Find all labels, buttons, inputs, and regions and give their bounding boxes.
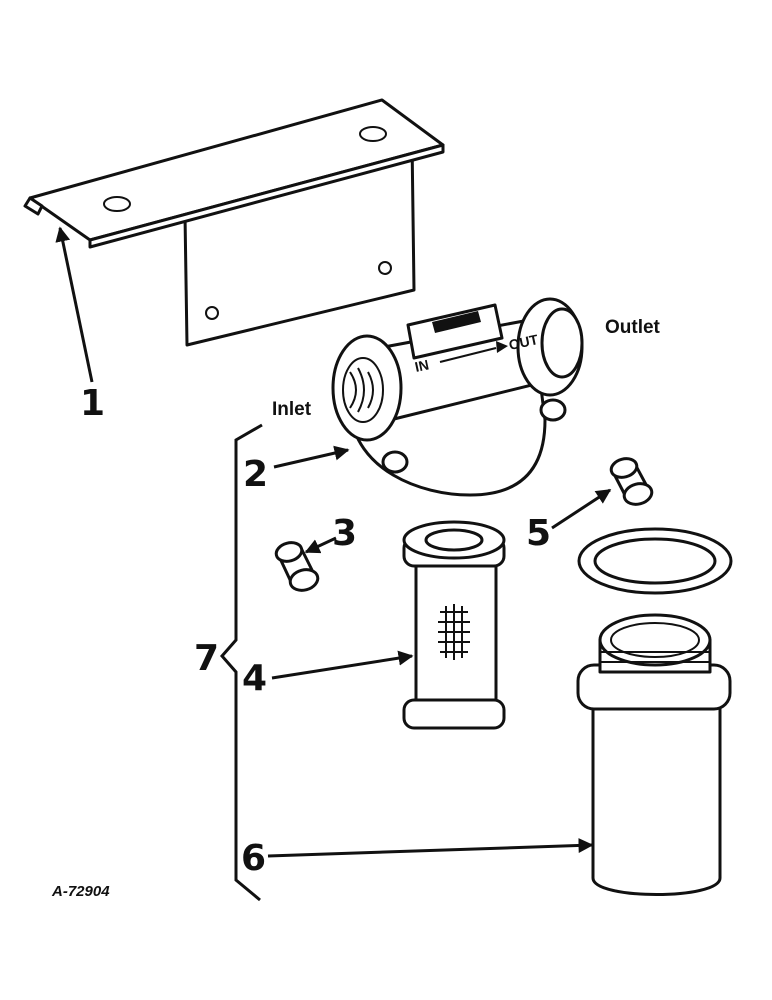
- callout-7: 7: [194, 638, 219, 679]
- inlet-label: Inlet: [272, 399, 312, 420]
- callout-4: 4: [242, 658, 267, 699]
- pipe-plug-left: [274, 541, 320, 592]
- callout-6: 6: [241, 838, 266, 879]
- callout-3: 3: [332, 513, 357, 554]
- filter-bowl: [576, 613, 732, 896]
- filter-element: [402, 520, 506, 730]
- out-marking: OUT: [507, 331, 540, 353]
- callout-1: 1: [80, 383, 105, 424]
- filter-mesh: [438, 604, 470, 660]
- callout-5: 5: [526, 513, 551, 554]
- callout-2: 2: [243, 454, 268, 495]
- outlet-label: Outlet: [605, 317, 661, 338]
- group-brace: [220, 423, 263, 902]
- bowl-gasket: [577, 527, 733, 595]
- drawing-number: A-72904: [51, 883, 110, 900]
- leader-lines: [55, 226, 612, 858]
- in-marking: IN: [413, 356, 430, 375]
- mounting-bracket: [23, 98, 445, 347]
- pipe-plug-right: [609, 457, 654, 506]
- filter-head: [331, 297, 584, 497]
